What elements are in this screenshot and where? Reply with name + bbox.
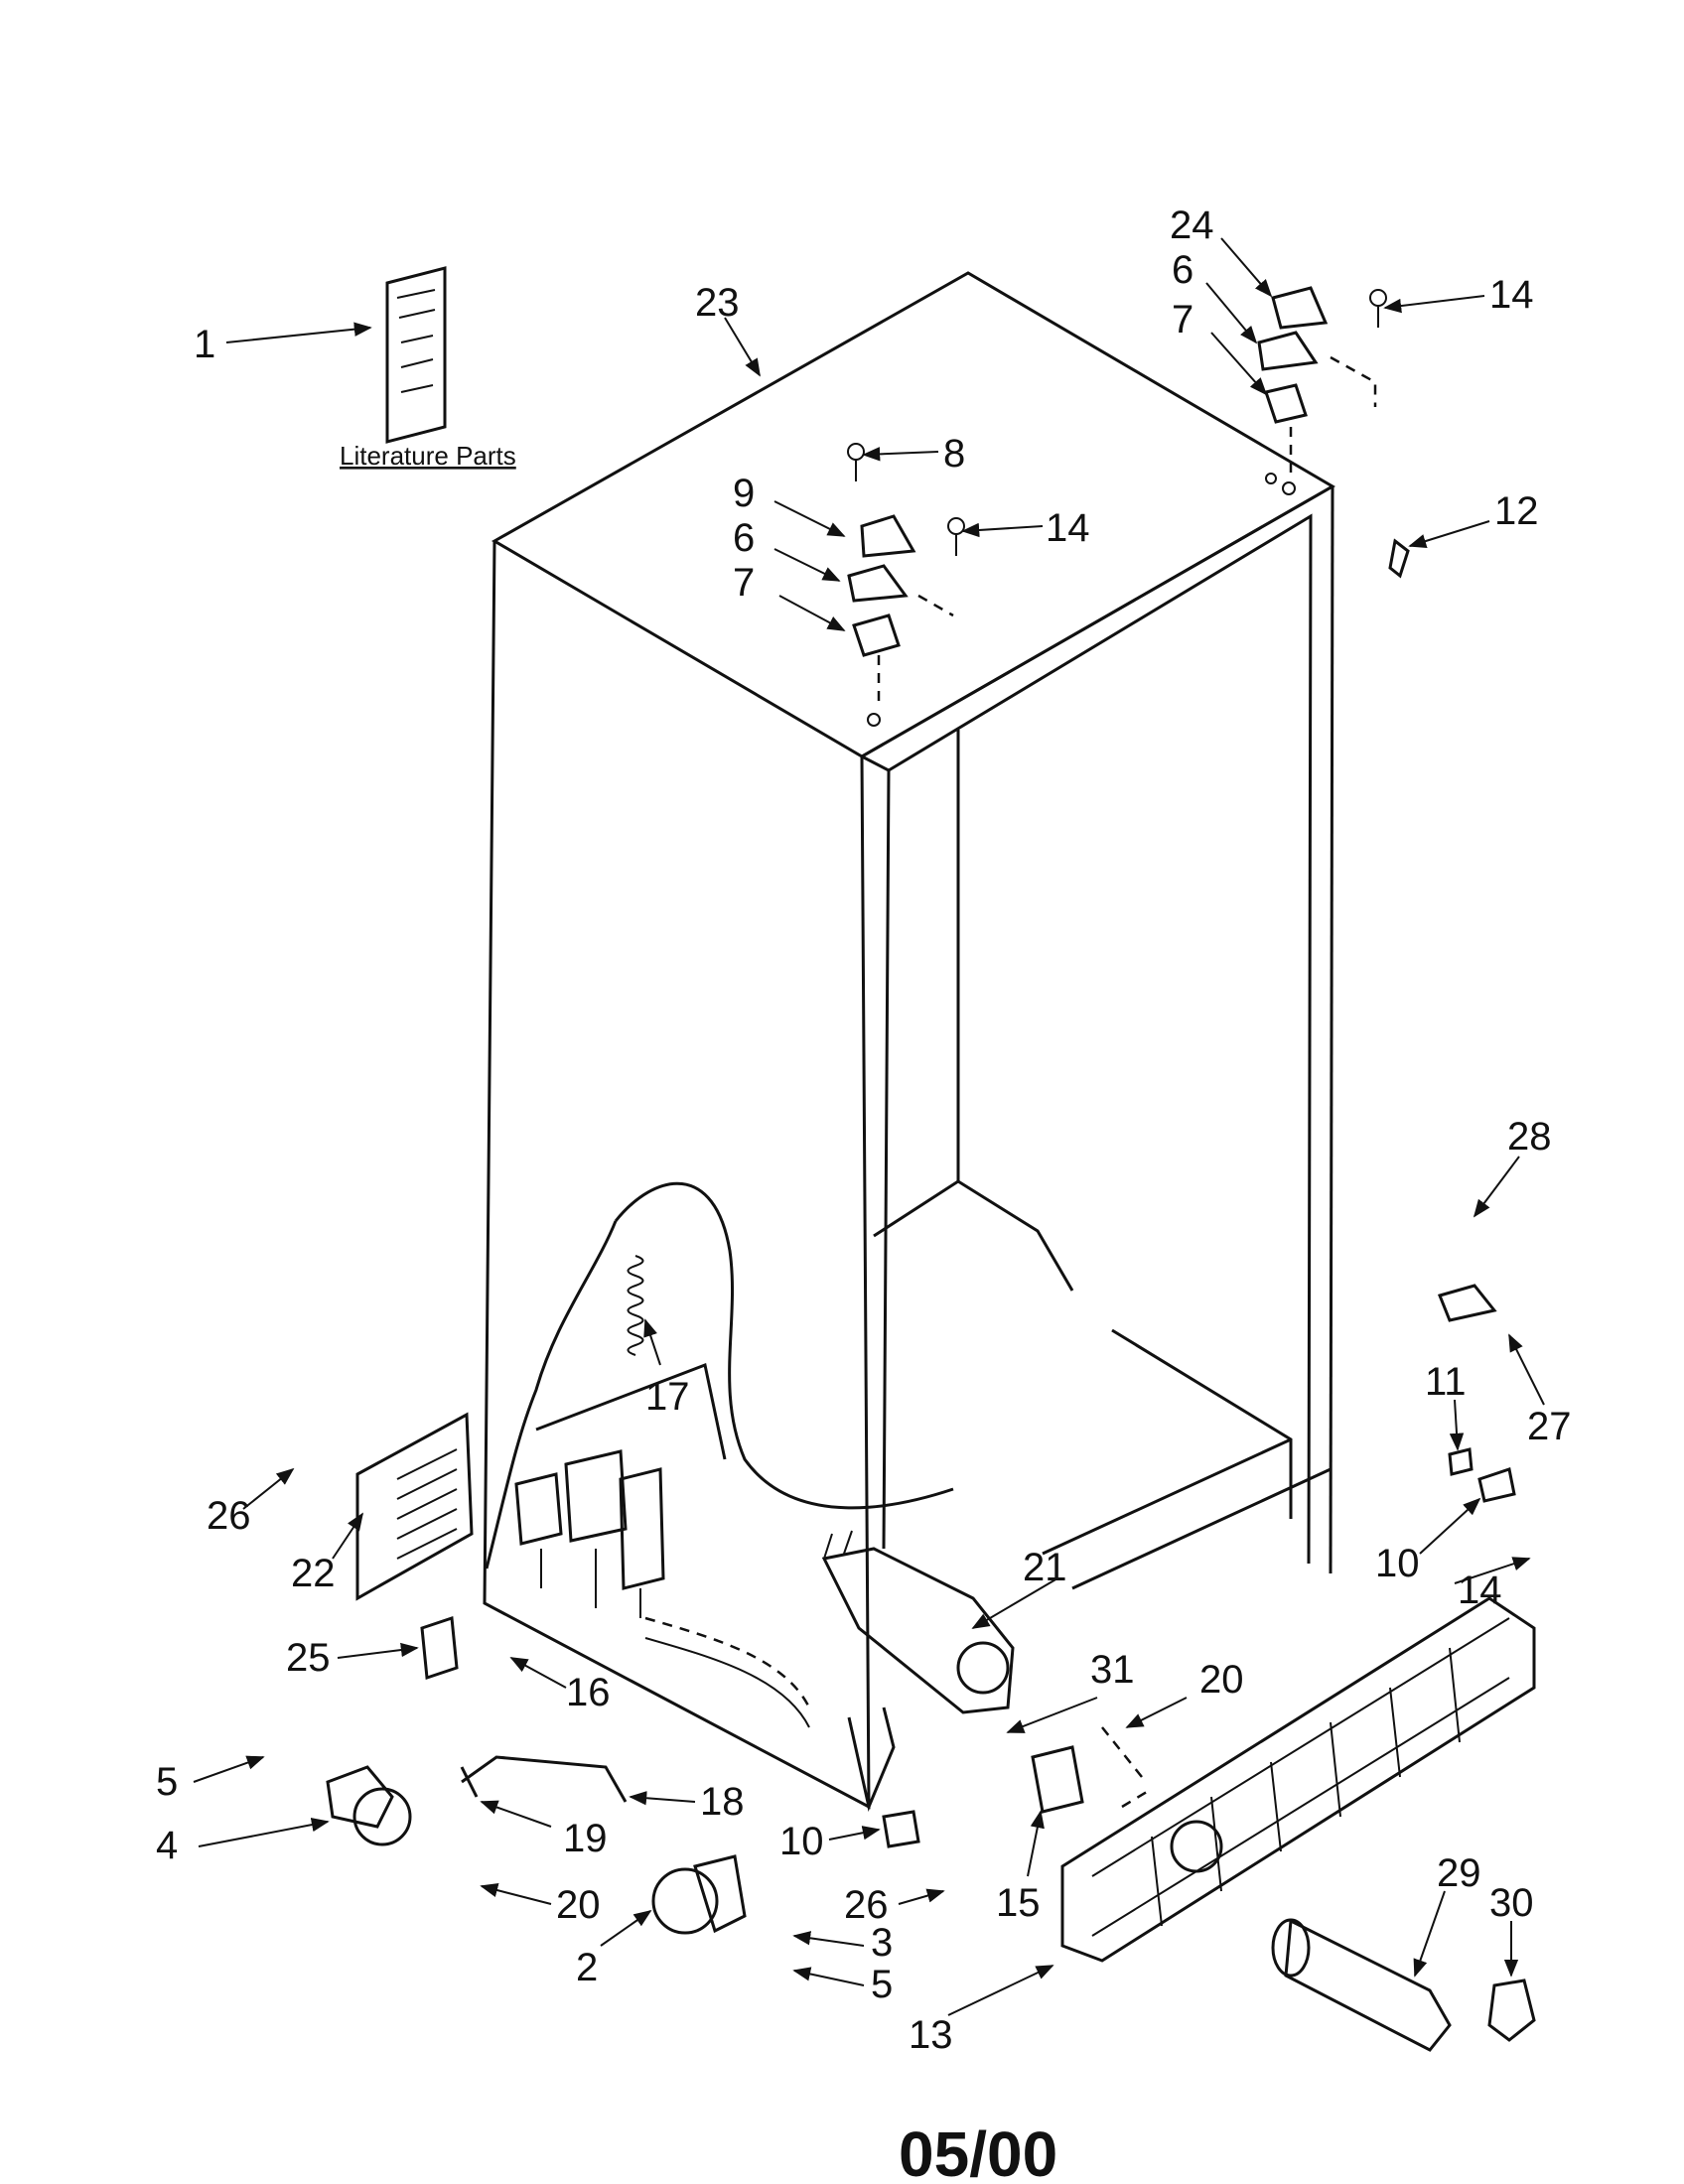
callout-label: 5 xyxy=(871,1963,893,2006)
callout-labels: 1 23 24 6 7 14 8 9 6 14 7 12 28 17 11 27… xyxy=(156,204,1572,2057)
callout-label: 13 xyxy=(909,2013,953,2057)
callout-label: 11 xyxy=(1425,1360,1467,1404)
callout-label: 18 xyxy=(700,1780,745,1824)
callout-label: 17 xyxy=(645,1375,690,1419)
callout-label: 3 xyxy=(871,1921,893,1965)
callout-label: 20 xyxy=(1199,1658,1244,1702)
callout-arrows xyxy=(193,237,1545,2016)
rear-roller xyxy=(326,1765,412,1846)
callout-label: 27 xyxy=(1527,1405,1572,1448)
refrigerator-cabinet xyxy=(483,271,1335,1812)
callout-label: 22 xyxy=(291,1552,336,1595)
ice-duct xyxy=(821,1530,1015,1714)
callout-label: 4 xyxy=(156,1824,178,1867)
rear-vent-panel xyxy=(355,1412,474,1601)
front-roller xyxy=(651,1854,747,1935)
callout-label: 6 xyxy=(733,516,755,560)
callout-label: 10 xyxy=(779,1820,824,1863)
callout-label: 9 xyxy=(733,472,755,515)
callout-label: 19 xyxy=(563,1817,608,1860)
water-valve-assembly xyxy=(514,1449,665,1618)
callout-label: 2 xyxy=(576,1946,598,1989)
callout-label: 25 xyxy=(286,1636,331,1680)
callout-label: 7 xyxy=(733,561,755,605)
callout-label: 26 xyxy=(207,1494,251,1538)
callout-label: 8 xyxy=(943,432,965,476)
left-hinge-assembly xyxy=(847,443,965,727)
revision-date: 05/00 xyxy=(899,2118,1057,2184)
right-hinge-assembly xyxy=(1257,286,1410,579)
callout-label: 6 xyxy=(1172,248,1193,292)
spring-part xyxy=(627,1255,644,1356)
callout-label: 14 xyxy=(1458,1569,1502,1612)
literature-parts-label: Literature Parts xyxy=(340,441,516,471)
callout-label: 5 xyxy=(156,1760,178,1804)
callout-label: 15 xyxy=(996,1881,1041,1925)
callout-label: 21 xyxy=(1023,1546,1067,1589)
callout-label: 16 xyxy=(566,1671,611,1714)
callout-label: 29 xyxy=(1437,1851,1481,1895)
callout-label: 14 xyxy=(1046,506,1090,550)
callout-label: 31 xyxy=(1090,1648,1135,1692)
callout-label: 24 xyxy=(1170,204,1214,247)
callout-label: 1 xyxy=(194,323,215,366)
callout-label: 20 xyxy=(556,1883,601,1927)
callout-label: 28 xyxy=(1507,1115,1552,1159)
callout-label: 26 xyxy=(844,1883,889,1927)
callout-label: 7 xyxy=(1172,298,1193,341)
base-grille xyxy=(1060,1596,1536,1963)
callout-label: 23 xyxy=(695,281,740,325)
water-filter xyxy=(1271,1918,1536,2052)
literature-booklet xyxy=(385,266,447,444)
callout-label: 10 xyxy=(1375,1542,1420,1585)
hardware xyxy=(420,1284,1516,1848)
callout-label: 14 xyxy=(1489,273,1534,317)
callout-label: 12 xyxy=(1494,489,1539,533)
callout-label: 30 xyxy=(1489,1881,1534,1925)
